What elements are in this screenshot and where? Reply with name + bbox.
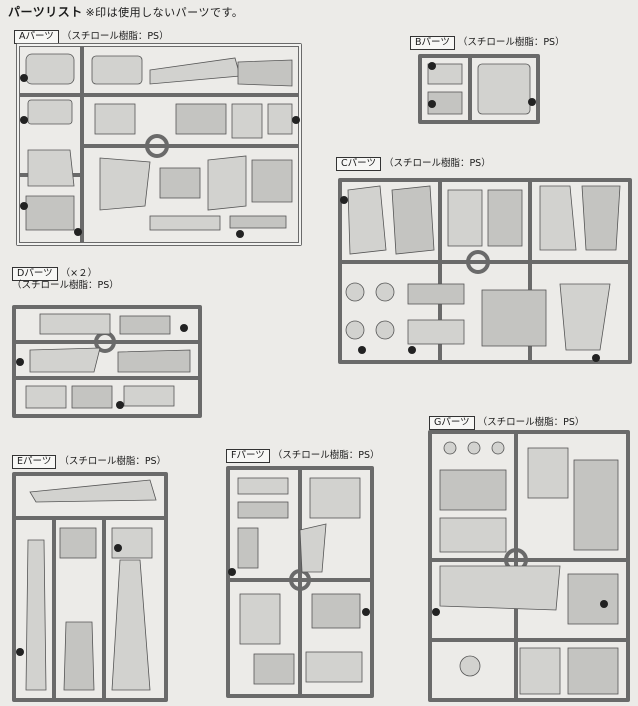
group-c-name: Cパーツ	[336, 157, 381, 171]
group-f-material: （スチロール樹脂：PS）	[272, 450, 380, 461]
group-b-name: Bパーツ	[410, 36, 455, 50]
page-note: ※印は使用しないパーツです。	[85, 6, 244, 19]
group-e-name: Eパーツ	[12, 455, 57, 469]
group-label-b: Bパーツ（スチロール樹脂：PS）	[410, 36, 565, 50]
runner-f	[226, 466, 374, 698]
group-b-material: （スチロール樹脂：PS）	[457, 37, 565, 48]
runner-e	[12, 472, 168, 702]
group-c-material: （スチロール樹脂：PS）	[383, 158, 491, 169]
group-d-material: （スチロール樹脂：PS）	[12, 280, 119, 291]
group-label-c: Cパーツ（スチロール樹脂：PS）	[336, 157, 491, 171]
group-label-g: Gパーツ（スチロール樹脂：PS）	[429, 416, 584, 430]
group-d-name: Dパーツ	[12, 267, 58, 281]
runner-g	[428, 430, 630, 702]
runner-c	[338, 178, 632, 364]
group-f-name: Fパーツ	[226, 449, 270, 463]
runner-d	[12, 305, 202, 418]
group-label-e: Eパーツ（スチロール樹脂：PS）	[12, 455, 166, 469]
group-g-name: Gパーツ	[429, 416, 475, 430]
runner-b	[418, 54, 540, 124]
part-number-markers	[16, 62, 608, 656]
group-g-material: （スチロール樹脂：PS）	[477, 417, 585, 428]
group-e-material: （スチロール樹脂：PS）	[59, 456, 167, 467]
group-label-f: Fパーツ（スチロール樹脂：PS）	[226, 449, 380, 463]
group-label-d-material: （スチロール樹脂：PS）	[12, 280, 119, 292]
group-d-count: （×２）	[60, 268, 98, 279]
page-header: パーツリスト ※印は使用しないパーツです。	[8, 3, 243, 20]
group-label-d: Dパーツ（×２）	[12, 267, 97, 281]
runner-a	[16, 43, 302, 246]
page-title: パーツリスト	[8, 5, 83, 19]
group-a-material: （スチロール樹脂：PS）	[61, 31, 169, 42]
